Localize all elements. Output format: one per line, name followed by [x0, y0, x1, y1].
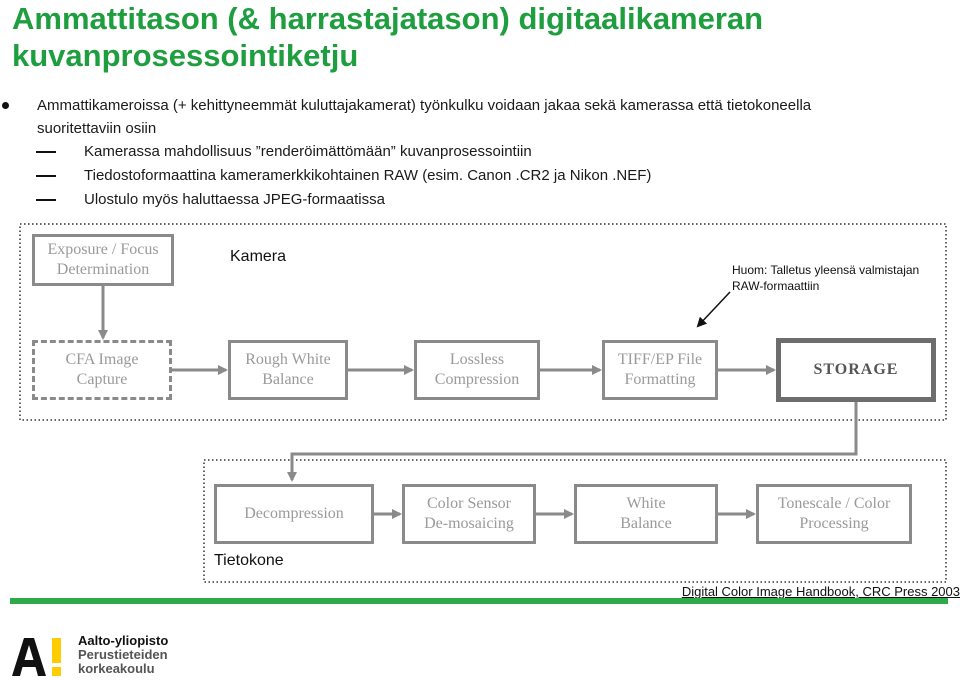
bullet-sub-2: Tiedostoformaattina kameramerkkikohtaine… — [84, 167, 652, 184]
box-cfa-capture: CFA Image Capture — [32, 340, 172, 400]
box-lossless-compression-label: Lossless Compression — [434, 351, 520, 388]
storage-note: Huom: Talletus yleensä valmistajan RAW-f… — [732, 263, 920, 293]
aalto-logo: Aalto-yliopisto Perustieteiden korkeakou… — [10, 634, 210, 678]
camera-region-frame — [19, 223, 947, 421]
box-exposure-focus: Exposure / Focus Determination — [32, 234, 174, 286]
box-color-sensor-demosaicing: Color Sensor De-mosaicing — [402, 484, 536, 544]
box-tiff-ep-formatting: TIFF/EP File Formatting — [602, 340, 718, 400]
box-rough-white-balance-label: Rough White Balance — [245, 351, 331, 388]
bullet-main: Ammattikameroissa (+ kehittyneemmät kulu… — [37, 97, 812, 137]
box-exposure-focus-label: Exposure / Focus Determination — [47, 241, 159, 278]
arrow-storage-to-decompression — [287, 402, 858, 482]
note-pointer-arrow — [696, 291, 731, 328]
box-tiff-ep-formatting-label: TIFF/EP File Formatting — [617, 351, 703, 388]
source-citation: Digital Color Image Handbook, CRC Press … — [681, 584, 960, 599]
box-rough-white-balance: Rough White Balance — [228, 340, 348, 400]
bullet-sub-1: Kamerassa mahdollisuus ”renderöimättömää… — [84, 143, 532, 160]
box-lossless-compression: Lossless Compression — [414, 340, 540, 400]
box-cfa-capture-label: CFA Image Capture — [65, 351, 139, 388]
box-tonescale-color: Tonescale / Color Processing — [756, 484, 912, 544]
box-decompression-label: Decompression — [244, 505, 344, 522]
aalto-logo-text: Aalto-yliopisto Perustieteiden korkeakou… — [78, 634, 168, 676]
dash-icon — [36, 151, 56, 153]
box-storage-label: STORAGE — [813, 361, 899, 378]
box-white-balance: White Balance — [574, 484, 718, 544]
footer-green-bar — [10, 598, 948, 604]
diagram-connectors — [19, 223, 947, 583]
aalto-a-logo-icon — [12, 638, 61, 676]
box-storage: STORAGE — [776, 338, 936, 402]
box-white-balance-label: White Balance — [620, 495, 672, 532]
box-tonescale-color-label: Tonescale / Color Processing — [777, 495, 891, 532]
computer-region-label: Tietokone — [214, 552, 284, 569]
bullet-dot-icon — [2, 102, 9, 109]
slide-title: Ammattitason (& harrastajatason) digitaa… — [12, 1, 764, 73]
box-decompression: Decompression — [214, 484, 374, 544]
bullet-sub-3: Ulostulo myös haluttaessa JPEG-formaatis… — [84, 191, 385, 208]
logo-line-1: Aalto-yliopisto — [78, 633, 169, 648]
camera-region-label: Kamera — [230, 248, 287, 265]
dash-icon — [36, 199, 56, 201]
box-color-sensor-demosaicing-label: Color Sensor De-mosaicing — [424, 495, 514, 532]
processing-chain-diagram: Exposure / Focus Determination CFA Image… — [0, 218, 960, 608]
logo-line-2: Perustieteiden — [78, 647, 168, 662]
logo-line-3: korkeakoulu — [78, 661, 155, 676]
dash-icon — [36, 175, 56, 177]
